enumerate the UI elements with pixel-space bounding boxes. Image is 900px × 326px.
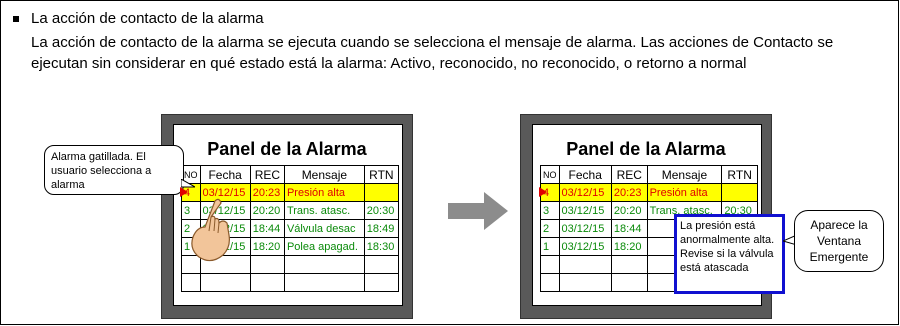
col-mensaje: Mensaje: [283, 165, 365, 184]
cell-rec: 18:20: [610, 237, 648, 256]
cell-mensaje: Polea apagad.: [283, 237, 365, 256]
right-callout: Aparece la Ventana Emergente: [794, 210, 884, 272]
cell-rec: 18:44: [610, 219, 648, 238]
cell-no: 3: [540, 201, 560, 220]
cell-no: 1: [540, 237, 560, 256]
table-header-row: NO Fecha REC Mensaje RTN: [181, 165, 400, 184]
col-rec: REC: [249, 165, 285, 184]
col-no: NO: [540, 165, 560, 184]
col-mensaje: Mensaje: [646, 165, 723, 184]
cell-rec: 20:20: [610, 201, 648, 220]
description-paragraph: La acción de contacto de la alarma se ej…: [31, 34, 834, 72]
cell-rtn: [363, 183, 400, 202]
cell-rec: 18:20: [249, 237, 285, 256]
cell-no: 2: [540, 219, 560, 238]
cell-rtn: 20:30: [363, 201, 400, 220]
cell-fecha: 03/12/15: [558, 219, 612, 238]
section-heading: La acción de contacto de la alarma: [31, 10, 264, 27]
col-fecha: Fecha: [558, 165, 612, 184]
right-panel-title: Panel de la Alarma: [566, 139, 726, 159]
table-row-empty: [181, 273, 400, 292]
cell-rtn: 18:49: [363, 219, 400, 238]
cell-mensaje: Válvula desac: [283, 219, 365, 238]
bullet-icon: [13, 16, 19, 22]
callout-pointer: [783, 234, 797, 246]
left-panel-title: Panel de la Alarma: [207, 139, 367, 159]
cell-mensaje: Trans. atasc.: [283, 201, 365, 220]
col-rec: REC: [610, 165, 648, 184]
pointing-hand-icon: [191, 198, 230, 262]
table-row[interactable]: 4 03/12/15 20:23 Presión alta: [540, 183, 758, 202]
cell-fecha: 03/12/15: [558, 237, 612, 256]
cell-rec: 20:20: [249, 201, 285, 220]
table-row[interactable]: 3 03/12/15 20:20 Trans. atasc. 20:30: [540, 201, 758, 220]
cell-rec: 20:23: [610, 183, 648, 202]
cell-mensaje: Presión alta: [283, 183, 365, 202]
left-alarm-table: NO Fecha REC Mensaje RTN 4 03/12/15 20:2…: [181, 165, 400, 292]
callout-pointer: [181, 179, 195, 188]
popup-window[interactable]: La presión está anormalmente alta. Revis…: [674, 214, 785, 294]
cell-fecha: 03/12/15: [558, 183, 612, 202]
transition-arrow-icon: [448, 192, 508, 230]
col-fecha: Fecha: [199, 165, 251, 184]
cell-rec: 18:44: [249, 219, 285, 238]
table-row[interactable]: 4 03/12/15 20:23 Presión alta: [181, 183, 400, 202]
cell-rec: 20:23: [249, 183, 285, 202]
cell-mensaje: Presión alta: [646, 183, 723, 202]
cell-rtn: 18:30: [363, 237, 400, 256]
cell-rtn: [721, 183, 758, 202]
col-rtn: RTN: [721, 165, 758, 184]
selection-marker: [180, 187, 188, 197]
selection-marker: [539, 187, 547, 197]
cell-fecha: 03/12/15: [558, 201, 612, 220]
left-callout: Alarma gatillada. El usuario selecciona …: [44, 145, 184, 195]
col-rtn: RTN: [363, 165, 400, 184]
table-header-row: NO Fecha REC Mensaje RTN: [540, 165, 758, 184]
